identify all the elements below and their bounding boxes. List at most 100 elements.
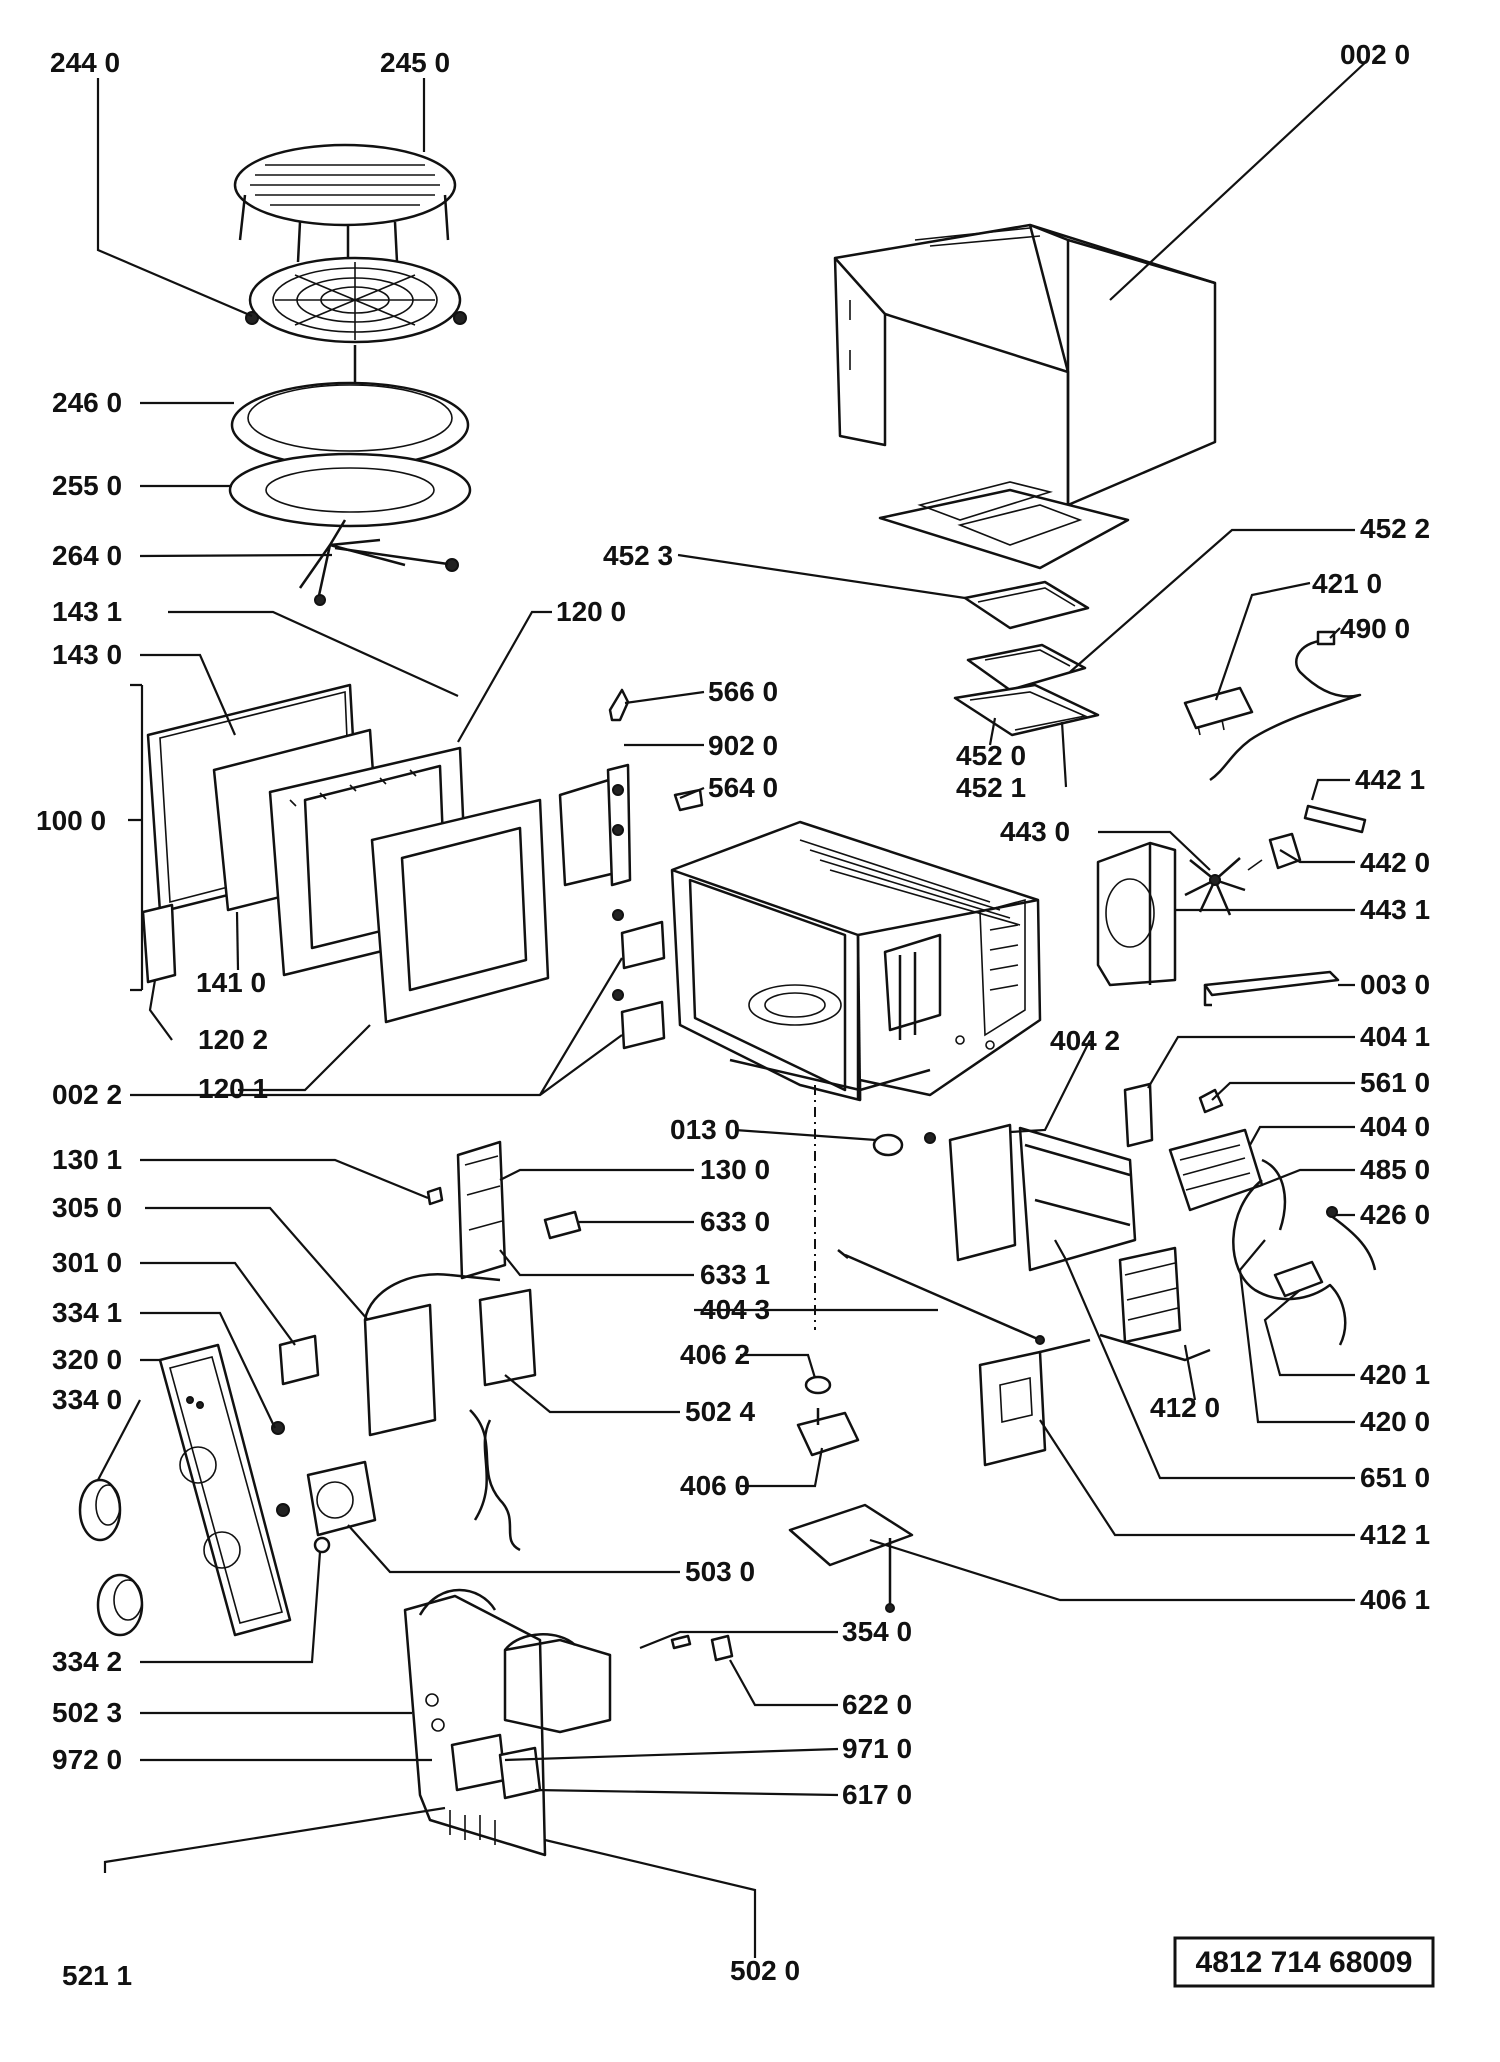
label-0022: 002 2 (52, 1079, 122, 1110)
label-1300: 130 0 (700, 1154, 770, 1185)
label-4200: 420 0 (1360, 1406, 1430, 1437)
part-timer-motor (306, 1460, 377, 1537)
label-5020: 502 0 (730, 1955, 800, 1986)
label-4042: 404 2 (1050, 1025, 1120, 1056)
label-4040: 404 0 (1360, 1111, 1430, 1142)
label-4520: 452 0 (956, 740, 1026, 771)
part-capacitor (1183, 686, 1254, 736)
part-waveguide-bracket (948, 1123, 1137, 1272)
label-5024: 502 4 (685, 1396, 755, 1427)
label-4060: 406 0 (680, 1470, 750, 1501)
part-grill-rack (233, 143, 457, 270)
label-5660: 566 0 (708, 676, 778, 707)
label-1430: 143 0 (52, 639, 122, 670)
label-1202: 120 2 (198, 1024, 268, 1055)
label-6170: 617 0 (842, 1779, 912, 1810)
label-4120: 412 0 (1150, 1392, 1220, 1423)
label-4210: 421 0 (1312, 568, 1382, 599)
label-9710: 971 0 (842, 1733, 912, 1764)
part-hv-transformer (1099, 1246, 1211, 1362)
part-bottom-plate (788, 1503, 914, 1613)
leader-lines (96, 59, 1369, 1958)
part-turntable-rack (245, 256, 467, 385)
label-1410: 141 0 (196, 967, 266, 998)
label-4431: 443 1 (1360, 894, 1430, 925)
label-1201: 120 1 (198, 1073, 268, 1104)
part-glass-tray (230, 381, 470, 469)
reference-code-box: 4812 714 68009 (1173, 1936, 1435, 1988)
label-5640: 564 0 (708, 772, 778, 803)
part-power-cord (1209, 630, 1362, 782)
part-thermostat-bracket (1123, 1082, 1224, 1148)
part-oven-cavity (670, 820, 1042, 1102)
part-stirrer-shaft (814, 1085, 1045, 1345)
part-lamp-cover-stack (953, 580, 1100, 737)
label-4522: 452 2 (1360, 513, 1430, 544)
label-2450: 245 0 (380, 47, 450, 78)
label-5030: 503 0 (685, 1556, 755, 1587)
label-0130: 013 0 (670, 1114, 740, 1145)
label-6330: 633 0 (700, 1206, 770, 1237)
part-turntable-motor (796, 1375, 860, 1457)
label-5023: 502 3 (52, 1697, 122, 1728)
label-4121: 412 1 (1360, 1519, 1430, 1550)
part-switch-bracket (558, 688, 704, 887)
part-cover-plate (978, 1338, 1091, 1467)
part-magnetron (1168, 1128, 1287, 1231)
part-fan-motor (1247, 832, 1302, 871)
label-4041: 404 1 (1360, 1021, 1430, 1052)
label-1000: 100 0 (36, 805, 106, 836)
part-base-plate (878, 481, 1130, 570)
label-6510: 651 0 (1360, 1462, 1430, 1493)
label-4521: 452 1 (956, 772, 1026, 803)
part-control-panel (158, 1343, 292, 1637)
label-4201: 420 1 (1360, 1359, 1430, 1390)
label-3340: 334 0 (52, 1384, 122, 1415)
label-1431: 143 1 (52, 596, 122, 627)
part-control-unit (278, 1272, 537, 1552)
part-labels: 244 0 245 0 002 0 246 0 255 0 264 0 452 … (36, 39, 1430, 1991)
label-4430: 443 0 (1000, 816, 1070, 847)
label-4850: 485 0 (1360, 1154, 1430, 1185)
part-coupler (298, 519, 459, 606)
label-2550: 255 0 (52, 470, 122, 501)
label-4523: 452 3 (603, 540, 673, 571)
part-foot (872, 1132, 936, 1157)
label-4421: 442 1 (1355, 764, 1425, 795)
label-1200: 120 0 (556, 596, 626, 627)
label-4260: 426 0 (1360, 1199, 1430, 1230)
part-knobs (78, 1421, 331, 1637)
reference-code: 4812 714 68009 (1196, 1946, 1413, 1979)
label-5610: 561 0 (1360, 1067, 1430, 1098)
part-interlock-block (426, 1140, 582, 1280)
label-4043: 404 3 (700, 1294, 770, 1325)
label-3341: 334 1 (52, 1297, 122, 1328)
part-bracket-strip (1203, 970, 1340, 1007)
label-3342: 334 2 (52, 1646, 122, 1677)
label-3540: 354 0 (842, 1616, 912, 1647)
part-hinge-plates (612, 909, 666, 1050)
label-4061: 406 1 (1360, 1584, 1430, 1615)
label-2640: 264 0 (52, 540, 122, 571)
part-fan (1184, 857, 1246, 916)
label-6220: 622 0 (842, 1689, 912, 1720)
label-3050: 305 0 (52, 1192, 122, 1223)
label-3200: 320 0 (52, 1344, 122, 1375)
label-5211: 521 1 (62, 1960, 132, 1991)
part-air-duct (1096, 841, 1177, 987)
label-4062: 406 2 (680, 1339, 750, 1370)
label-3010: 301 0 (52, 1247, 122, 1278)
label-2440: 244 0 (50, 47, 120, 78)
part-outer-cabinet (833, 223, 1217, 507)
label-9720: 972 0 (52, 1744, 122, 1775)
label-2460: 246 0 (52, 387, 122, 418)
label-0030: 003 0 (1360, 969, 1430, 1000)
part-door-assembly (141, 683, 550, 1024)
label-1301: 130 1 (52, 1144, 122, 1175)
part-roller-ring (228, 452, 472, 528)
label-4420: 442 0 (1360, 847, 1430, 878)
part-hv-harness (1232, 1179, 1377, 1346)
label-0020: 002 0 (1340, 39, 1410, 70)
part-relay (670, 1634, 734, 1662)
